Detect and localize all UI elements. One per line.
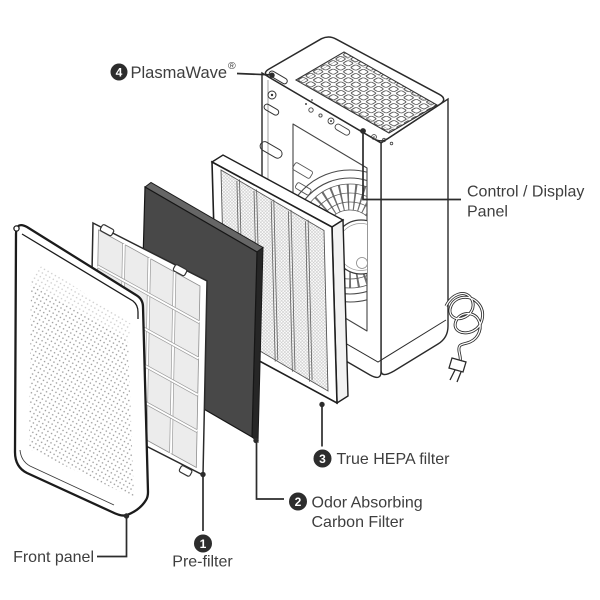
power-button-dot: [330, 120, 332, 122]
badge-1: [194, 534, 212, 553]
prefilter-clip: [172, 264, 188, 277]
grille-inner-frame: [299, 56, 434, 130]
badge-3: [313, 449, 332, 468]
lock-detail-dot: [270, 93, 274, 97]
front-panel-rolled-edge: [21, 233, 139, 319]
badge-1-number: 1: [200, 537, 207, 551]
fan-spokes: [298, 184, 367, 288]
air-outlet-grille: [294, 51, 439, 134]
indicator-dot: [305, 103, 307, 105]
hepa-label: True HEPA filter: [337, 451, 451, 468]
front-panel-label: Front panel: [13, 549, 94, 566]
power-cord: [444, 292, 485, 383]
vent-slot: [263, 103, 280, 116]
sensor-icon: [389, 141, 394, 146]
pleat-bar: [288, 209, 296, 372]
unit-right-face: [380, 97, 449, 376]
pleat-bar: [270, 199, 279, 362]
perforation-dots-light: [31, 265, 131, 341]
badge-4: [110, 63, 128, 81]
plasmawave-slot: [268, 70, 288, 85]
callout-front-panel: Front panel: [13, 513, 130, 566]
control-panel-label-line1: Control / Display: [467, 184, 584, 201]
prefilter-clip: [178, 465, 193, 477]
badge-2-number: 2: [295, 495, 302, 509]
registered-mark: ®: [228, 60, 236, 72]
badge-4-number: 4: [116, 65, 123, 79]
badge-2: [289, 492, 307, 511]
button-dot: [373, 136, 375, 138]
callout-hepa: 3 True HEPA filter: [313, 401, 451, 468]
handle-recess: [259, 141, 283, 159]
control-strip: [305, 99, 394, 146]
fan-hub-detail: [356, 257, 367, 269]
callout-control-panel: Control / Display Panel: [360, 128, 584, 221]
callout-prefilter: 1 Pre-filter: [172, 471, 233, 571]
perforation-dots: [29, 281, 134, 498]
front-panel-bottom-line: [19, 449, 115, 506]
power-plug: [448, 357, 467, 373]
carbon-leader-line: [255, 441, 284, 500]
button-icon: [371, 134, 377, 140]
power-button-icon: [327, 117, 335, 125]
fan-outer-ring: [293, 169, 367, 303]
indicator-dot: [311, 99, 313, 101]
hepa-anchor-dot: [319, 401, 325, 408]
button-icon: [381, 137, 387, 143]
pleat-bar: [305, 219, 313, 382]
display-window: [334, 123, 351, 136]
button-icon: [308, 107, 314, 113]
callouts: 4 PlasmaWave ® Control / Display Panel 3…: [13, 60, 584, 571]
prefilter-label: Pre-filter: [172, 554, 233, 571]
fan-ring: [293, 177, 367, 295]
plasmawave-label: PlasmaWave: [131, 64, 228, 82]
control-panel-leader-line: [362, 131, 461, 201]
badge-3-number: 3: [319, 452, 326, 466]
front-panel-anchor-dot: [123, 513, 130, 519]
carbon-label-line1: Odor Absorbing: [312, 495, 423, 512]
prefilter-anchor-dot: [200, 471, 206, 478]
front-panel: [13, 224, 150, 517]
plasmawave-leader-line: [236, 72, 270, 76]
plasmawave-anchor-dot: [269, 72, 275, 78]
cord-coil-highlight: [445, 292, 484, 363]
callout-plasmawave: 4 PlasmaWave ®: [110, 60, 275, 82]
callout-carbon: 2 Odor Absorbing Carbon Filter: [253, 437, 423, 531]
carbon-label-line2: Carbon Filter: [312, 514, 405, 531]
fan-assembly: [293, 169, 367, 303]
button-icon: [318, 113, 323, 118]
control-panel-label-line2: Panel: [467, 204, 508, 221]
front-panel-curl: [13, 225, 20, 232]
recess-slot: [292, 162, 313, 179]
grid-bar: [94, 264, 201, 433]
front-panel-leader-line: [97, 517, 128, 558]
lock-detail-icon: [267, 90, 277, 100]
plug-prongs: [449, 369, 462, 383]
prefilter-clip: [99, 224, 115, 237]
